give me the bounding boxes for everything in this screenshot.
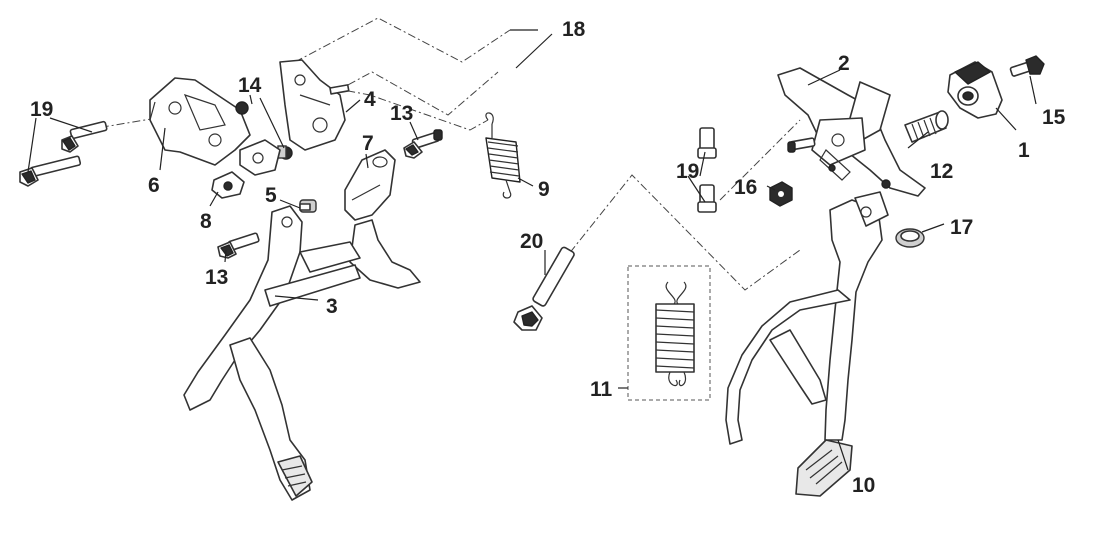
- callout-5: 5: [265, 184, 277, 207]
- callout-2: 2: [838, 52, 850, 75]
- bolt-15: [1009, 55, 1045, 77]
- bolt-13-lower: [217, 232, 260, 259]
- callout-18: 18: [562, 18, 586, 41]
- callout-13-upper: 13: [390, 102, 413, 125]
- callout-16: 16: [734, 176, 757, 199]
- callout-3: 3: [326, 295, 338, 318]
- bolt-19-lower: [19, 155, 82, 187]
- callout-17: 17: [950, 216, 973, 239]
- washer-17: [895, 228, 925, 248]
- bracket-7: [344, 149, 396, 221]
- leader-lines: [27, 29, 1037, 471]
- callout-15: 15: [1042, 106, 1066, 129]
- callout-6: 6: [148, 174, 160, 197]
- callout-10: 10: [852, 474, 875, 497]
- callout-4: 4: [364, 88, 376, 111]
- assembly-line-bolt18-lower: [319, 71, 499, 116]
- bolt-short: [787, 137, 816, 153]
- assembly-line-bolt20: [559, 174, 801, 291]
- spring-11-box: [627, 265, 711, 401]
- assembly-line-bolt19-right: [719, 119, 801, 201]
- main-stand-3: [183, 205, 421, 501]
- bolt-19-right-lower: [697, 184, 717, 213]
- bolt-5: [299, 199, 317, 213]
- callout-19-right: 19: [676, 160, 699, 183]
- bolt-19-right-upper: [697, 127, 717, 159]
- spring-9: [485, 112, 521, 199]
- bolt-19-upper: [61, 120, 108, 153]
- callout-19-left: 19: [30, 98, 53, 121]
- callout-20: 20: [520, 230, 543, 253]
- callout-14: 14: [238, 74, 262, 97]
- bracket-6: [149, 77, 251, 166]
- bracket-4: [279, 59, 350, 151]
- callout-13-lower: 13: [205, 266, 228, 289]
- callout-1: 1: [1018, 139, 1030, 162]
- callout-7: 7: [362, 132, 374, 155]
- assembly-line-bolt18-upper: [294, 17, 511, 63]
- bolt-20: [513, 246, 575, 331]
- callout-11: 11: [590, 378, 613, 401]
- nut-16: [769, 181, 793, 207]
- bracket-2: [777, 67, 926, 197]
- mount-bracket: [239, 139, 281, 176]
- clip-nut-8: [211, 171, 245, 199]
- bolt-13-upper: [403, 129, 443, 159]
- pivot-shaft-12: [904, 110, 949, 143]
- callout-labels: 1 2 3 4 5 6 7 8 9 10 11 12 13 13 14 15 1…: [30, 18, 1066, 497]
- side-stand-10: [725, 191, 889, 497]
- callout-8: 8: [200, 210, 212, 233]
- spring-11-inset: [627, 265, 711, 401]
- callout-9: 9: [538, 178, 550, 201]
- callout-12: 12: [930, 160, 953, 183]
- housing-1: [947, 61, 1003, 119]
